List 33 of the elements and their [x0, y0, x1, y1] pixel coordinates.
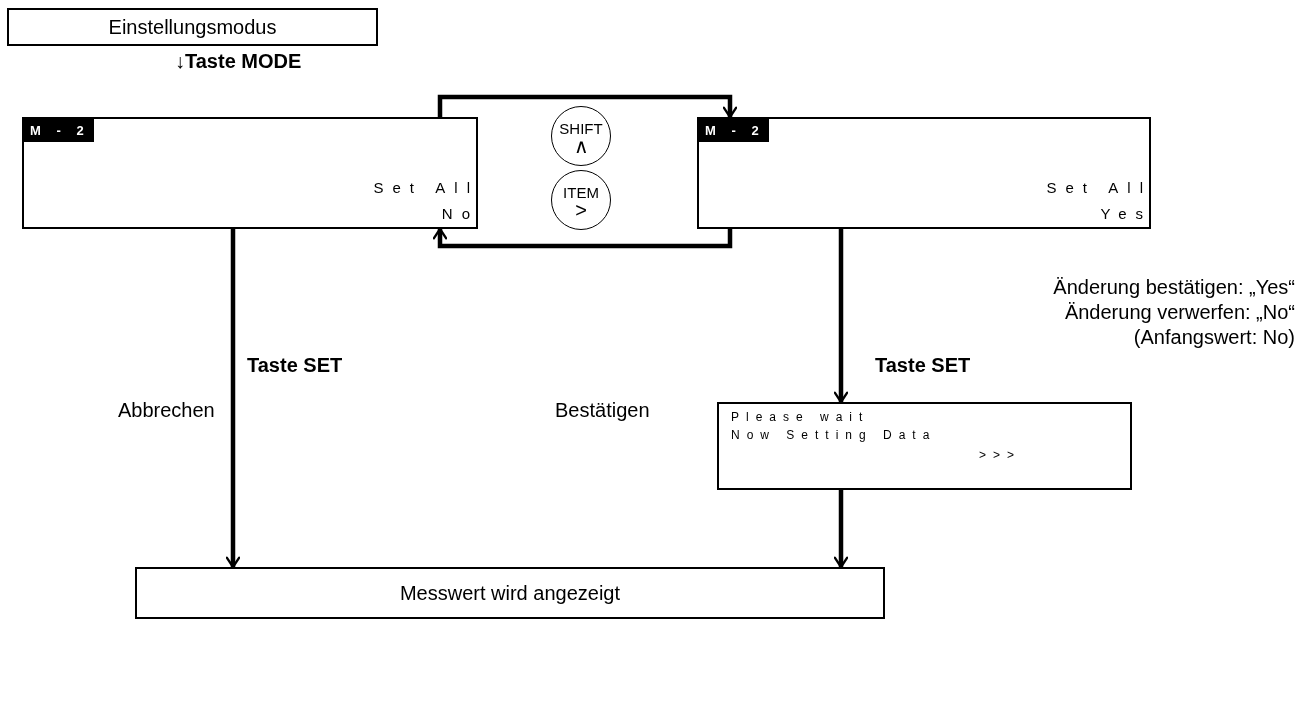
box-text: Messwert wird angezeigt — [399, 581, 621, 605]
display-text: No — [441, 205, 479, 222]
key-label: ↓Taste MODE — [175, 50, 302, 73]
display-screen — [22, 117, 478, 229]
display-screen — [717, 402, 1132, 490]
key-symbol: ∧ — [573, 137, 589, 155]
mode-label: M - 2 — [24, 119, 94, 142]
arrow — [833, 229, 849, 404]
box-text: Einstellungsmodus — [108, 15, 277, 39]
action-label: Bestätigen — [555, 399, 650, 422]
arrow — [432, 227, 733, 249]
display-screen — [697, 117, 1151, 229]
note-text: Änderung bestätigen: „Yes“ — [1053, 276, 1295, 299]
display-text: Please wait — [731, 410, 870, 424]
display-text: >>> — [979, 448, 1022, 462]
arrow — [833, 490, 849, 569]
note-text: (Anfangswert: No) — [1133, 326, 1295, 349]
mode-box — [7, 8, 378, 46]
display-text: Set All — [1046, 179, 1152, 196]
key-label: SHIFT — [558, 121, 604, 137]
arrow — [225, 229, 241, 569]
display-text: Set All — [373, 179, 479, 196]
display-text: Yes — [1100, 205, 1152, 222]
display-text: Now Setting Data — [731, 428, 937, 442]
result-box — [135, 567, 885, 619]
mode-label: M - 2 — [699, 119, 769, 142]
key-label: ITEM — [562, 185, 600, 201]
note-text: Änderung verwerfen: „No“ — [1064, 301, 1295, 324]
key-button — [551, 170, 611, 230]
arrow — [437, 94, 738, 119]
key-symbol: > — [575, 201, 587, 219]
key-button — [551, 106, 611, 166]
action-label: Abbrechen — [118, 399, 215, 422]
